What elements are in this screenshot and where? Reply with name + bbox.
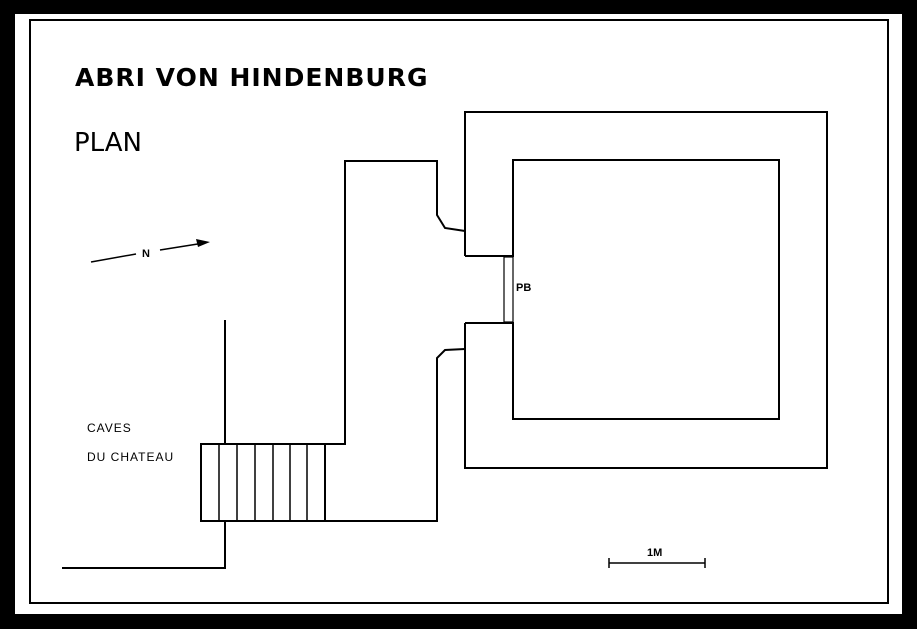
scale-bar: 1M: [608, 547, 706, 568]
armoured-door: [503, 256, 514, 323]
paper-background: [15, 14, 902, 614]
north-arrow: N: [90, 239, 210, 263]
door-label: PB: [516, 282, 531, 294]
bunker-outer-wall: [464, 111, 828, 469]
north-arrow-tail: [90, 253, 137, 263]
cellar-label-line2: DU CHATEAU: [87, 450, 174, 464]
cellar-label-line1: CAVES: [87, 421, 132, 435]
stairs: [200, 443, 326, 522]
cellar-wall: [62, 320, 226, 569]
north-label: N: [142, 248, 150, 260]
stairs-outline: [200, 443, 326, 522]
plan-subtitle: PLAN: [74, 128, 142, 158]
bunker-inner-wall: [465, 159, 780, 420]
plan-title: ABRI VON HINDENBURG: [75, 63, 428, 92]
cellar-wall-lower: [62, 521, 226, 569]
access-gallery: [325, 160, 466, 522]
gallery-lower-wall: [325, 348, 466, 522]
north-arrow-shaft: [159, 242, 205, 251]
scale-label: 1M: [647, 547, 662, 559]
drawing-border: [29, 19, 889, 604]
bunker-chamber: [464, 111, 828, 469]
gallery-upper-wall: [325, 160, 466, 445]
north-arrow-head: [196, 239, 210, 247]
